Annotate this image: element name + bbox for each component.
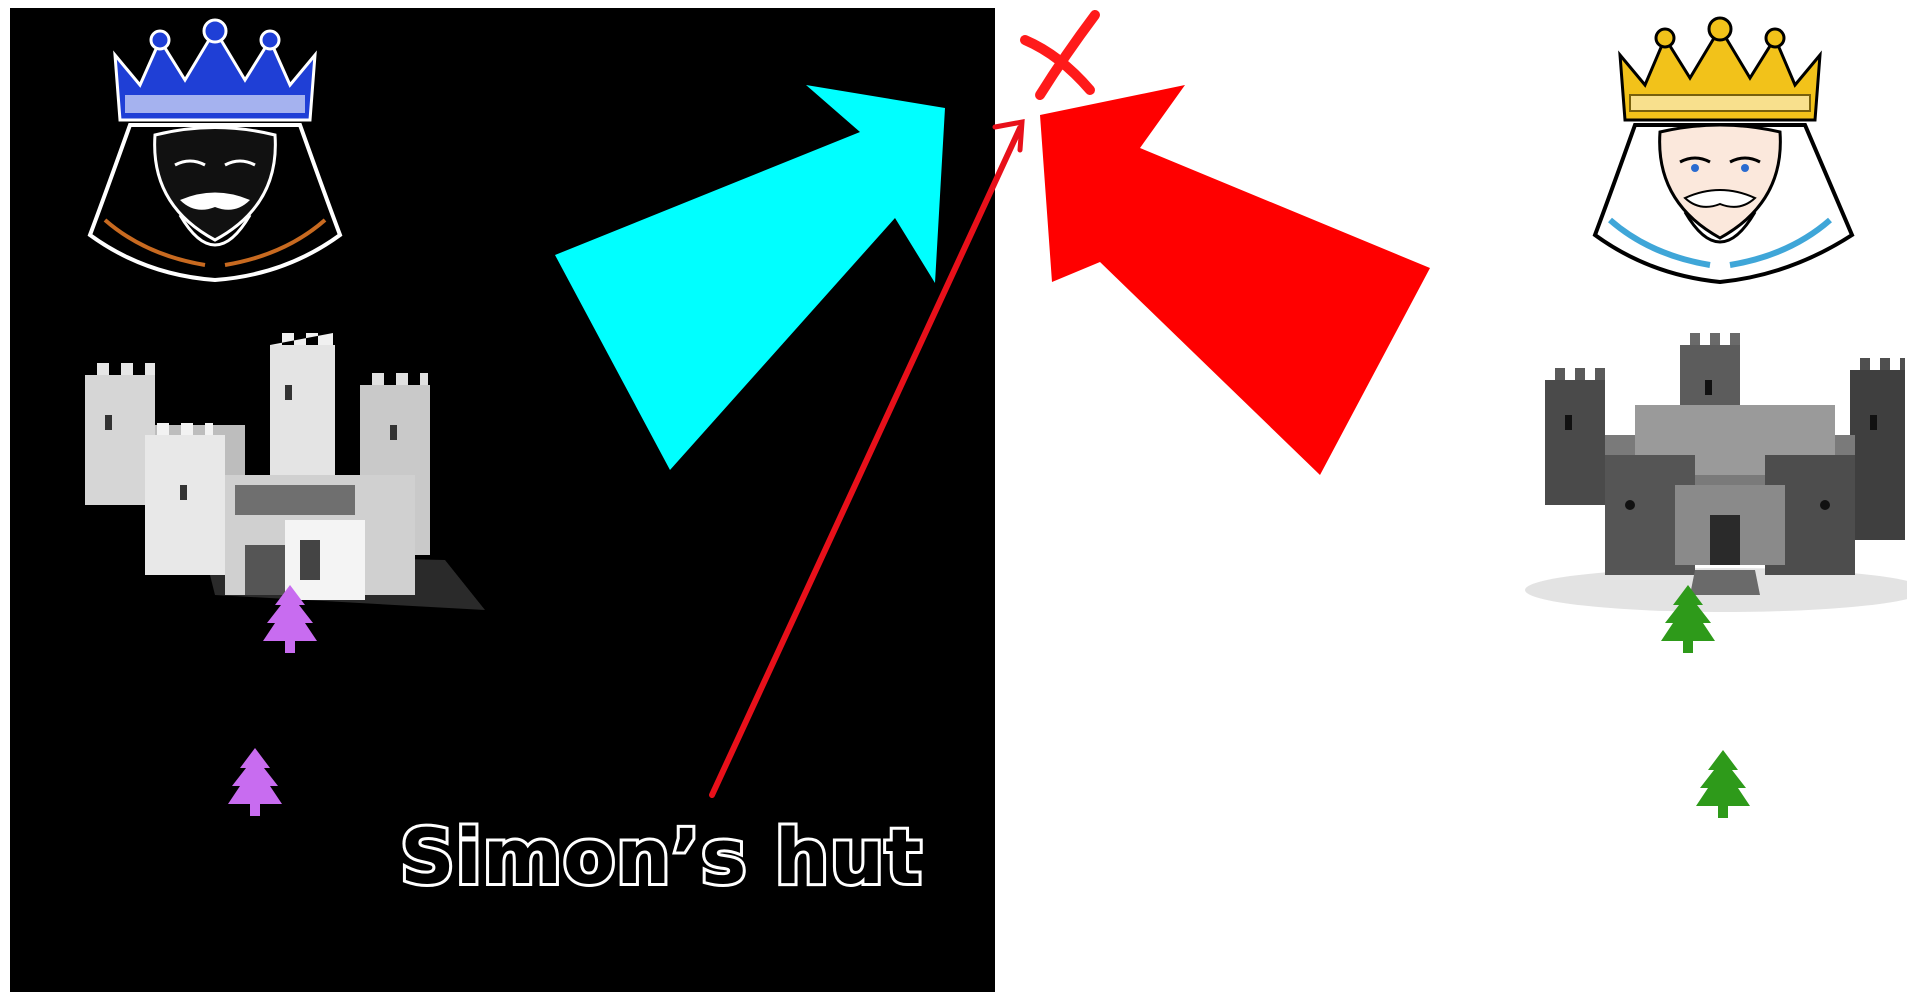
target-x-mark-icon[interactable]: [1025, 15, 1095, 95]
left-tree-icon-2[interactable]: [228, 748, 282, 816]
hut-label: Simon’s hut: [400, 812, 870, 902]
right-castle-icon[interactable]: [1525, 333, 1907, 612]
right-king-icon[interactable]: [1595, 18, 1852, 282]
red-arrow-icon: [1040, 85, 1430, 475]
right-tree-icon-2[interactable]: [1696, 750, 1750, 818]
left-king-icon[interactable]: [90, 20, 340, 280]
left-castle-icon[interactable]: [85, 333, 485, 610]
